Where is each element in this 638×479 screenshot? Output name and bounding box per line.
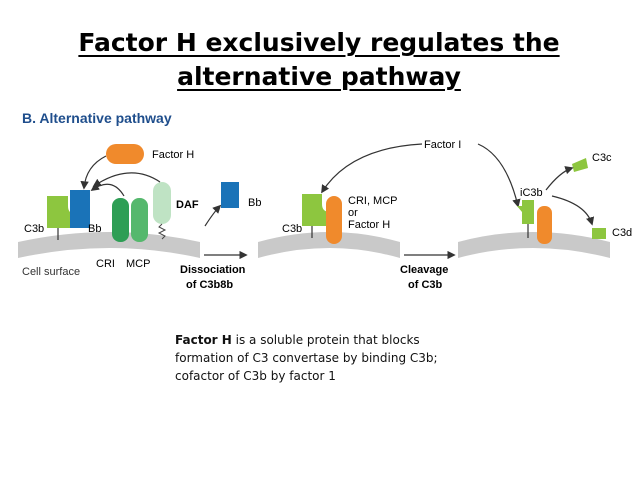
daf-anchor (157, 223, 167, 240)
c3b-protein-2 (302, 194, 330, 226)
cofactor-label-1: CRI, MCP (348, 195, 398, 207)
arrow-factor-i-right (477, 143, 521, 208)
bb-released-label: Bb (248, 197, 261, 209)
title-line-2: alternative pathway (177, 62, 461, 91)
cri-label: CRI (96, 258, 115, 270)
cri-protein (112, 198, 129, 242)
dissociation-label-2: of C3b8b (186, 279, 233, 291)
c3b-protein-1 (47, 196, 76, 228)
ic3b-protein (517, 200, 534, 224)
daf-label: DAF (176, 199, 199, 211)
c3c-label: C3c (592, 152, 612, 164)
cleavage-label-2: of C3b (408, 279, 443, 291)
cell-membrane-3 (458, 232, 610, 258)
factor-h-label: Factor H (152, 149, 194, 161)
factor-i-label: Factor I (424, 139, 461, 151)
factor-h-protein (106, 144, 144, 164)
bb-released-protein (221, 182, 239, 208)
caption-text: is a soluble protein that blocks formati… (175, 333, 438, 383)
cell-membrane-2 (258, 232, 400, 258)
c3d-fragment (592, 228, 606, 239)
arrow-factor-h (80, 155, 107, 190)
ic3b-cofactor-protein (537, 206, 552, 244)
arrow-c3c (545, 166, 574, 191)
bb-protein-1 (70, 190, 90, 228)
cleavage-label-1: Cleavage (400, 264, 448, 276)
c3b-label-1: C3b (24, 223, 44, 235)
dissociation-label-1: Dissociation (180, 264, 246, 276)
caption: Factor H is a soluble protein that block… (175, 331, 475, 385)
c3c-fragment (572, 158, 588, 172)
c3d-label: C3d (612, 227, 632, 239)
cofactor-label-2: or (348, 207, 358, 219)
c3b-label-2: C3b (282, 223, 302, 235)
mcp-protein (131, 198, 148, 242)
title-line-1: Factor H exclusively regulates the (78, 28, 560, 57)
bb-label-1: Bb (88, 223, 101, 235)
arrow-factor-i-left (321, 143, 423, 194)
arrow-bb-release (204, 204, 222, 227)
cell-membrane-1 (18, 232, 200, 258)
arrow-cri-mcp (90, 182, 125, 197)
cofactor-label-3: Factor H (348, 219, 390, 231)
mcp-label: MCP (126, 258, 150, 270)
daf-protein (153, 182, 171, 224)
ic3b-label: iC3b (520, 187, 543, 199)
arrow-daf (92, 172, 161, 187)
cofactor-protein (326, 196, 342, 244)
cell-surface-label: Cell surface (22, 266, 80, 278)
slide-title: Factor H exclusively regulates the alter… (0, 26, 638, 94)
panel-label: B. Alternative pathway (22, 110, 172, 126)
arrow-c3d (551, 195, 595, 226)
caption-bold: Factor H (175, 333, 232, 347)
